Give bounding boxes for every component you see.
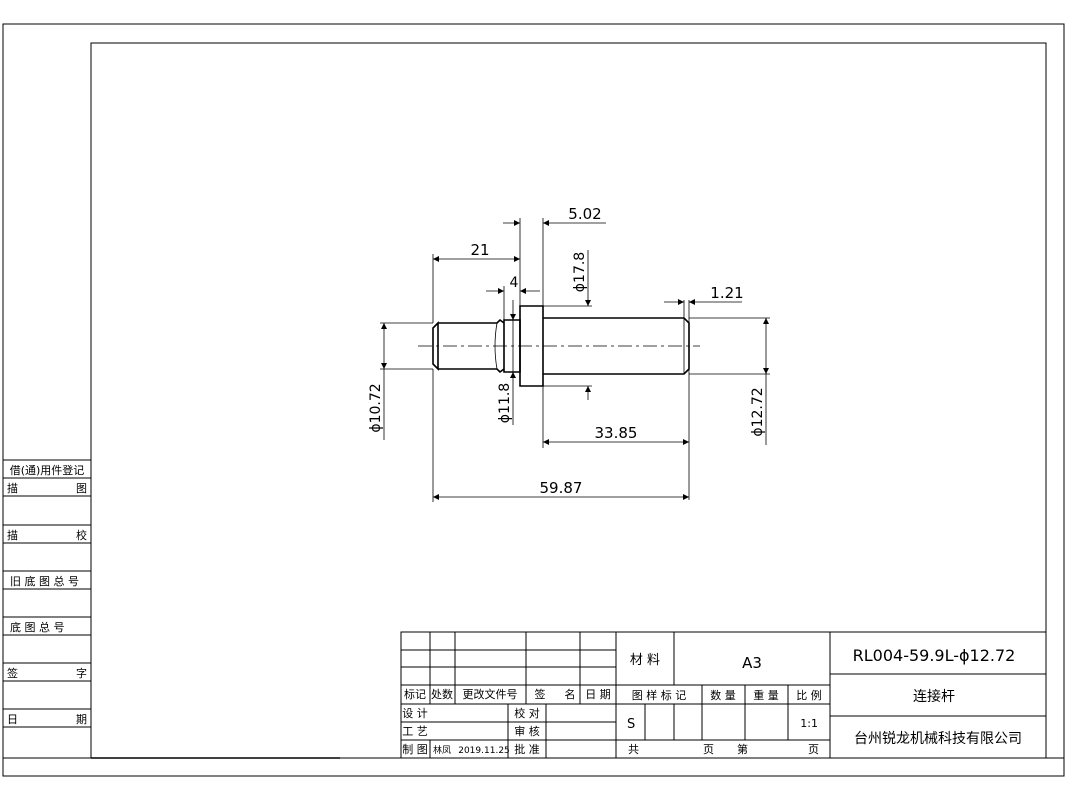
tb-drawing-number: RL004-59.9L-ϕ12.72 xyxy=(853,646,1016,665)
register-row-6-a: 日 xyxy=(7,713,18,726)
dim-4: 4 xyxy=(510,275,519,291)
tb-header-name: 名 xyxy=(565,687,576,701)
dimensions: 21 4 5.02 ϕ17.8 1.21 ϕ10.72 ϕ11.8 xyxy=(368,205,770,502)
register-row-1-a: 描 xyxy=(7,481,18,495)
tb-role-review: 审 核 xyxy=(514,724,540,738)
register-row-2-a: 描 xyxy=(7,528,18,542)
tb-col-marks: 图 样 标 记 xyxy=(632,688,687,702)
dim-33-85: 33.85 xyxy=(595,424,638,442)
tb-col-scale: 比 例 xyxy=(796,688,822,702)
register-title: 借(通)用件登记 xyxy=(10,463,85,477)
tb-role-design: 设 计 xyxy=(402,707,428,720)
tb-part-name: 连接杆 xyxy=(913,688,955,705)
tb-header-date: 日 期 xyxy=(585,688,611,701)
tb-col-qty: 数 量 xyxy=(710,689,736,702)
dim-phi-12-72: ϕ12.72 xyxy=(750,387,766,436)
tb-role-process: 工 艺 xyxy=(402,725,428,738)
tb-material-value: A3 xyxy=(742,654,762,672)
tb-role-draw: 制 图 xyxy=(402,743,428,756)
tb-sheet-page2: 页 xyxy=(808,743,819,756)
tb-header-count: 处数 xyxy=(431,688,453,701)
dim-1-21: 1.21 xyxy=(710,284,743,302)
tb-drafter-name: 林凤 xyxy=(433,744,451,756)
shaft-left xyxy=(432,318,505,374)
tb-material-label: 材 料 xyxy=(630,653,660,668)
register-row-4-a: 底 图 总 号 xyxy=(10,620,65,634)
dim-21: 21 xyxy=(470,241,489,259)
tb-mark-value: S xyxy=(627,717,635,732)
tb-sheet-no: 第 xyxy=(737,742,748,756)
tb-col-weight: 重 量 xyxy=(753,688,779,702)
register-row-1-b: 图 xyxy=(76,482,87,495)
tb-drafter-date: 2019.11.25 xyxy=(458,746,510,756)
tb-company: 台州锐龙机械科技有限公司 xyxy=(854,731,1022,747)
tb-scale-value: 1:1 xyxy=(800,717,818,730)
register-row-3-a: 旧 底 图 总 号 xyxy=(10,574,79,588)
part-drawing xyxy=(418,305,700,387)
tb-header-mark: 标记 xyxy=(404,687,426,701)
tb-sheet-page: 页 xyxy=(703,743,714,756)
register-row-6-b: 期 xyxy=(76,713,87,726)
tb-role-check: 校 对 xyxy=(514,706,540,720)
dim-phi-17-8: ϕ17.8 xyxy=(572,252,588,292)
tb-sheet-total: 共 xyxy=(628,743,639,756)
register-row-5-a: 签 xyxy=(7,666,18,680)
tb-header-docno: 更改文件号 xyxy=(463,687,518,701)
register-row-5-b: 字 xyxy=(76,666,87,680)
register-row-2-b: 校 xyxy=(76,528,87,542)
dim-5-02: 5.02 xyxy=(568,205,601,223)
tb-role-approve: 批 准 xyxy=(514,742,540,756)
dim-phi-11-8: ϕ11.8 xyxy=(497,383,513,423)
outer-frame xyxy=(2,23,1065,777)
left-register: 借(通)用件登记 描 图 描 校 旧 底 图 总 号 底 图 总 号 签 字 日… xyxy=(2,459,92,759)
dim-59-87: 59.87 xyxy=(540,479,583,497)
shaft-right xyxy=(543,317,690,375)
tb-header-sign: 签 xyxy=(535,687,546,701)
title-block: 标记 处数 更改文件号 签 名 日 期 设 计 校 对 工 艺 审 核 制 图 … xyxy=(400,631,1047,759)
dim-phi-10-72: ϕ10.72 xyxy=(368,383,384,432)
